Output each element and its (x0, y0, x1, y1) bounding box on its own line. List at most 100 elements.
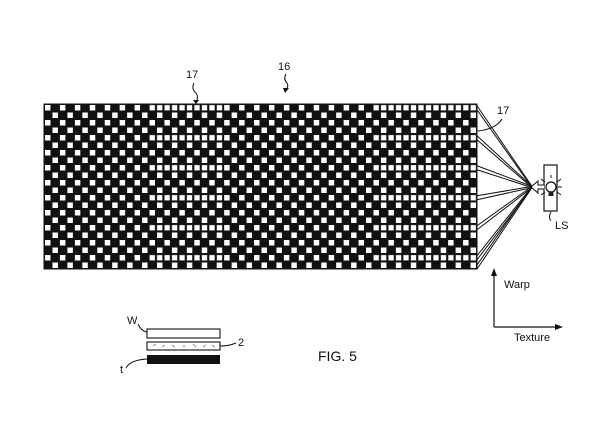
weave-cell (67, 262, 73, 268)
weave-cell (104, 105, 111, 111)
weave-cell (127, 172, 133, 178)
fiber-cell (455, 134, 462, 141)
weave-cell (134, 150, 141, 156)
weave-cell (89, 240, 96, 246)
weave-cell (470, 232, 476, 238)
weave-cell (119, 165, 126, 171)
weave-cell (276, 232, 282, 238)
weave-cell (276, 157, 282, 163)
fiber-cell (216, 254, 223, 261)
weave-cell (283, 210, 290, 216)
weave-cell (268, 180, 275, 186)
weave-cell (149, 150, 155, 156)
weave-cell (216, 217, 223, 223)
weave-cell (358, 225, 365, 231)
layer-2-label: 2 (238, 337, 244, 349)
weave-cell (440, 232, 447, 238)
weave-cell (171, 217, 178, 223)
weave-cell (358, 180, 365, 186)
weave-cell (67, 232, 73, 238)
weave-cell (321, 157, 327, 163)
fiber-cell (455, 224, 462, 231)
weave-cell (291, 262, 297, 268)
weave-cell (45, 180, 51, 186)
weave-cell (321, 187, 327, 193)
weave-cell (470, 172, 476, 178)
weave-cell (171, 112, 178, 118)
optical-fiber-line (476, 185, 533, 197)
weave-cell (261, 202, 267, 208)
fiber-cell (462, 134, 469, 141)
weave-cell (59, 255, 66, 261)
weave-cell (313, 255, 320, 261)
weave-cell (156, 217, 163, 223)
weave-cell (194, 150, 200, 156)
fiber-cell (418, 104, 424, 111)
layer-w-label: W (127, 315, 138, 327)
weave-cell (59, 105, 66, 111)
fiber-cell (209, 254, 215, 261)
weave-cell (239, 195, 245, 201)
weave-cell (321, 127, 327, 133)
layer-t-label: t (120, 364, 123, 376)
fiber-cell (462, 104, 469, 111)
weave-cell (418, 180, 424, 186)
weave-cell (119, 135, 126, 141)
weave-cell (380, 262, 387, 268)
weave-cell (291, 187, 297, 193)
weave-cell (112, 187, 118, 193)
weave-cell (246, 142, 253, 148)
weave-cell (142, 172, 148, 178)
weave-cell (231, 262, 238, 268)
fiber-cell (186, 134, 193, 141)
weave-cell (216, 202, 223, 208)
reference-17-top: 17 (186, 69, 199, 104)
weave-cell (239, 135, 245, 141)
weave-cell (380, 112, 387, 118)
weave-cell (119, 150, 126, 156)
weave-cell (239, 165, 245, 171)
weave-cell (313, 165, 320, 171)
fiber-cell (201, 134, 208, 141)
weave-cell (388, 120, 394, 126)
fiber-cell (388, 164, 395, 171)
weave-cell (171, 157, 178, 163)
fiber-cell (447, 104, 454, 111)
weave-cell (224, 105, 230, 111)
weave-cell (261, 217, 267, 223)
weave-cell (351, 202, 357, 208)
weave-cell (425, 172, 432, 178)
reference-17-right: 17 (477, 105, 509, 132)
weave-cell (366, 157, 372, 163)
optical-fiber-line (476, 169, 533, 189)
weave-cell (45, 165, 51, 171)
weave-cell (156, 112, 163, 118)
weave-cell (448, 120, 454, 126)
layer-w (146, 328, 221, 339)
weave-cell (156, 157, 163, 163)
weave-cell (119, 120, 126, 126)
weave-cell (134, 180, 141, 186)
texture-label: Texture (514, 332, 550, 344)
optical-fiber-line (476, 187, 533, 231)
weave-cell (403, 240, 409, 246)
weave-cell (134, 135, 141, 141)
fiber-cell (201, 104, 208, 111)
weave-cell (366, 217, 372, 223)
weave-cell (388, 180, 394, 186)
weave-cell (246, 187, 253, 193)
weave-cell (336, 262, 342, 268)
weave-cell (328, 195, 335, 201)
weave-cell (268, 195, 275, 201)
weave-cell (156, 232, 163, 238)
weave-cell (328, 255, 335, 261)
weave-cell (410, 232, 417, 238)
weave-cell (291, 217, 297, 223)
weave-cell (283, 255, 290, 261)
weave-cell (74, 180, 81, 186)
weave-cell (246, 112, 253, 118)
weave-cell (470, 262, 476, 268)
fiber-cell (440, 164, 447, 171)
weave-cell (321, 172, 327, 178)
